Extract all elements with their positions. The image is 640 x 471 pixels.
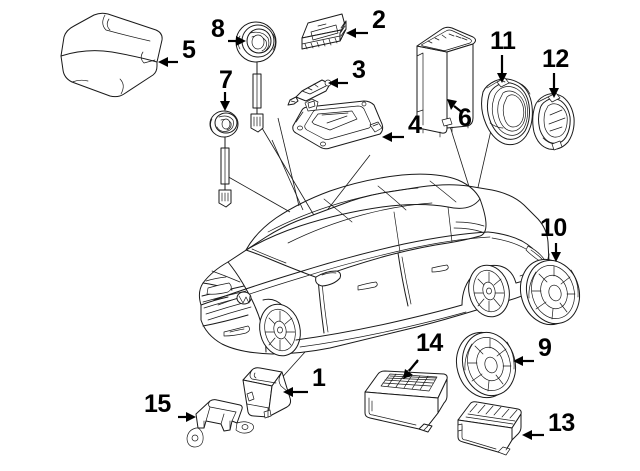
callout-label-4[interactable]: 4 (408, 111, 422, 139)
callout-label-3[interactable]: 3 (352, 56, 366, 84)
callout-label-13[interactable]: 13 (548, 409, 575, 437)
part-trim-cover-lid (60, 12, 163, 98)
part-tweeter-small (209, 110, 239, 208)
part-upright-control-module (416, 26, 476, 138)
part-antenna-amplifier (287, 79, 332, 106)
part-amplifier-compact (457, 401, 522, 456)
vehicle-illustration (198, 173, 550, 357)
part-module-mounting-bracket (292, 98, 384, 150)
part-subwoofer-enclosure (242, 367, 292, 419)
callout-label-15[interactable]: 15 (144, 390, 171, 418)
part-door-speaker-upper (519, 258, 581, 326)
callout-label-8[interactable]: 8 (211, 15, 225, 43)
callout-label-1[interactable]: 1 (312, 364, 326, 392)
part-mounting-bracket-stamped (186, 399, 254, 448)
part-amplifier-main (364, 370, 448, 433)
part-speaker-housing-large (481, 77, 533, 146)
callout-arrows (158, 28, 561, 440)
callout-label-2[interactable]: 2 (372, 6, 386, 34)
part-speaker-housing-small (532, 92, 575, 151)
callout-label-6[interactable]: 6 (458, 104, 472, 132)
callout-label-10[interactable]: 10 (540, 214, 567, 242)
leader-lines (224, 94, 500, 383)
callout-label-11[interactable]: 11 (490, 27, 516, 55)
callout-label-5[interactable]: 5 (182, 36, 196, 64)
callout-label-12[interactable]: 12 (542, 45, 569, 73)
callout-label-9[interactable]: 9 (538, 334, 552, 362)
callout-label-14[interactable]: 14 (416, 329, 443, 357)
part-tweeter-large (235, 21, 277, 133)
part-radio-head-unit (301, 13, 347, 50)
part-door-speaker-lower (455, 331, 517, 399)
callout-label-7[interactable]: 7 (219, 66, 233, 94)
